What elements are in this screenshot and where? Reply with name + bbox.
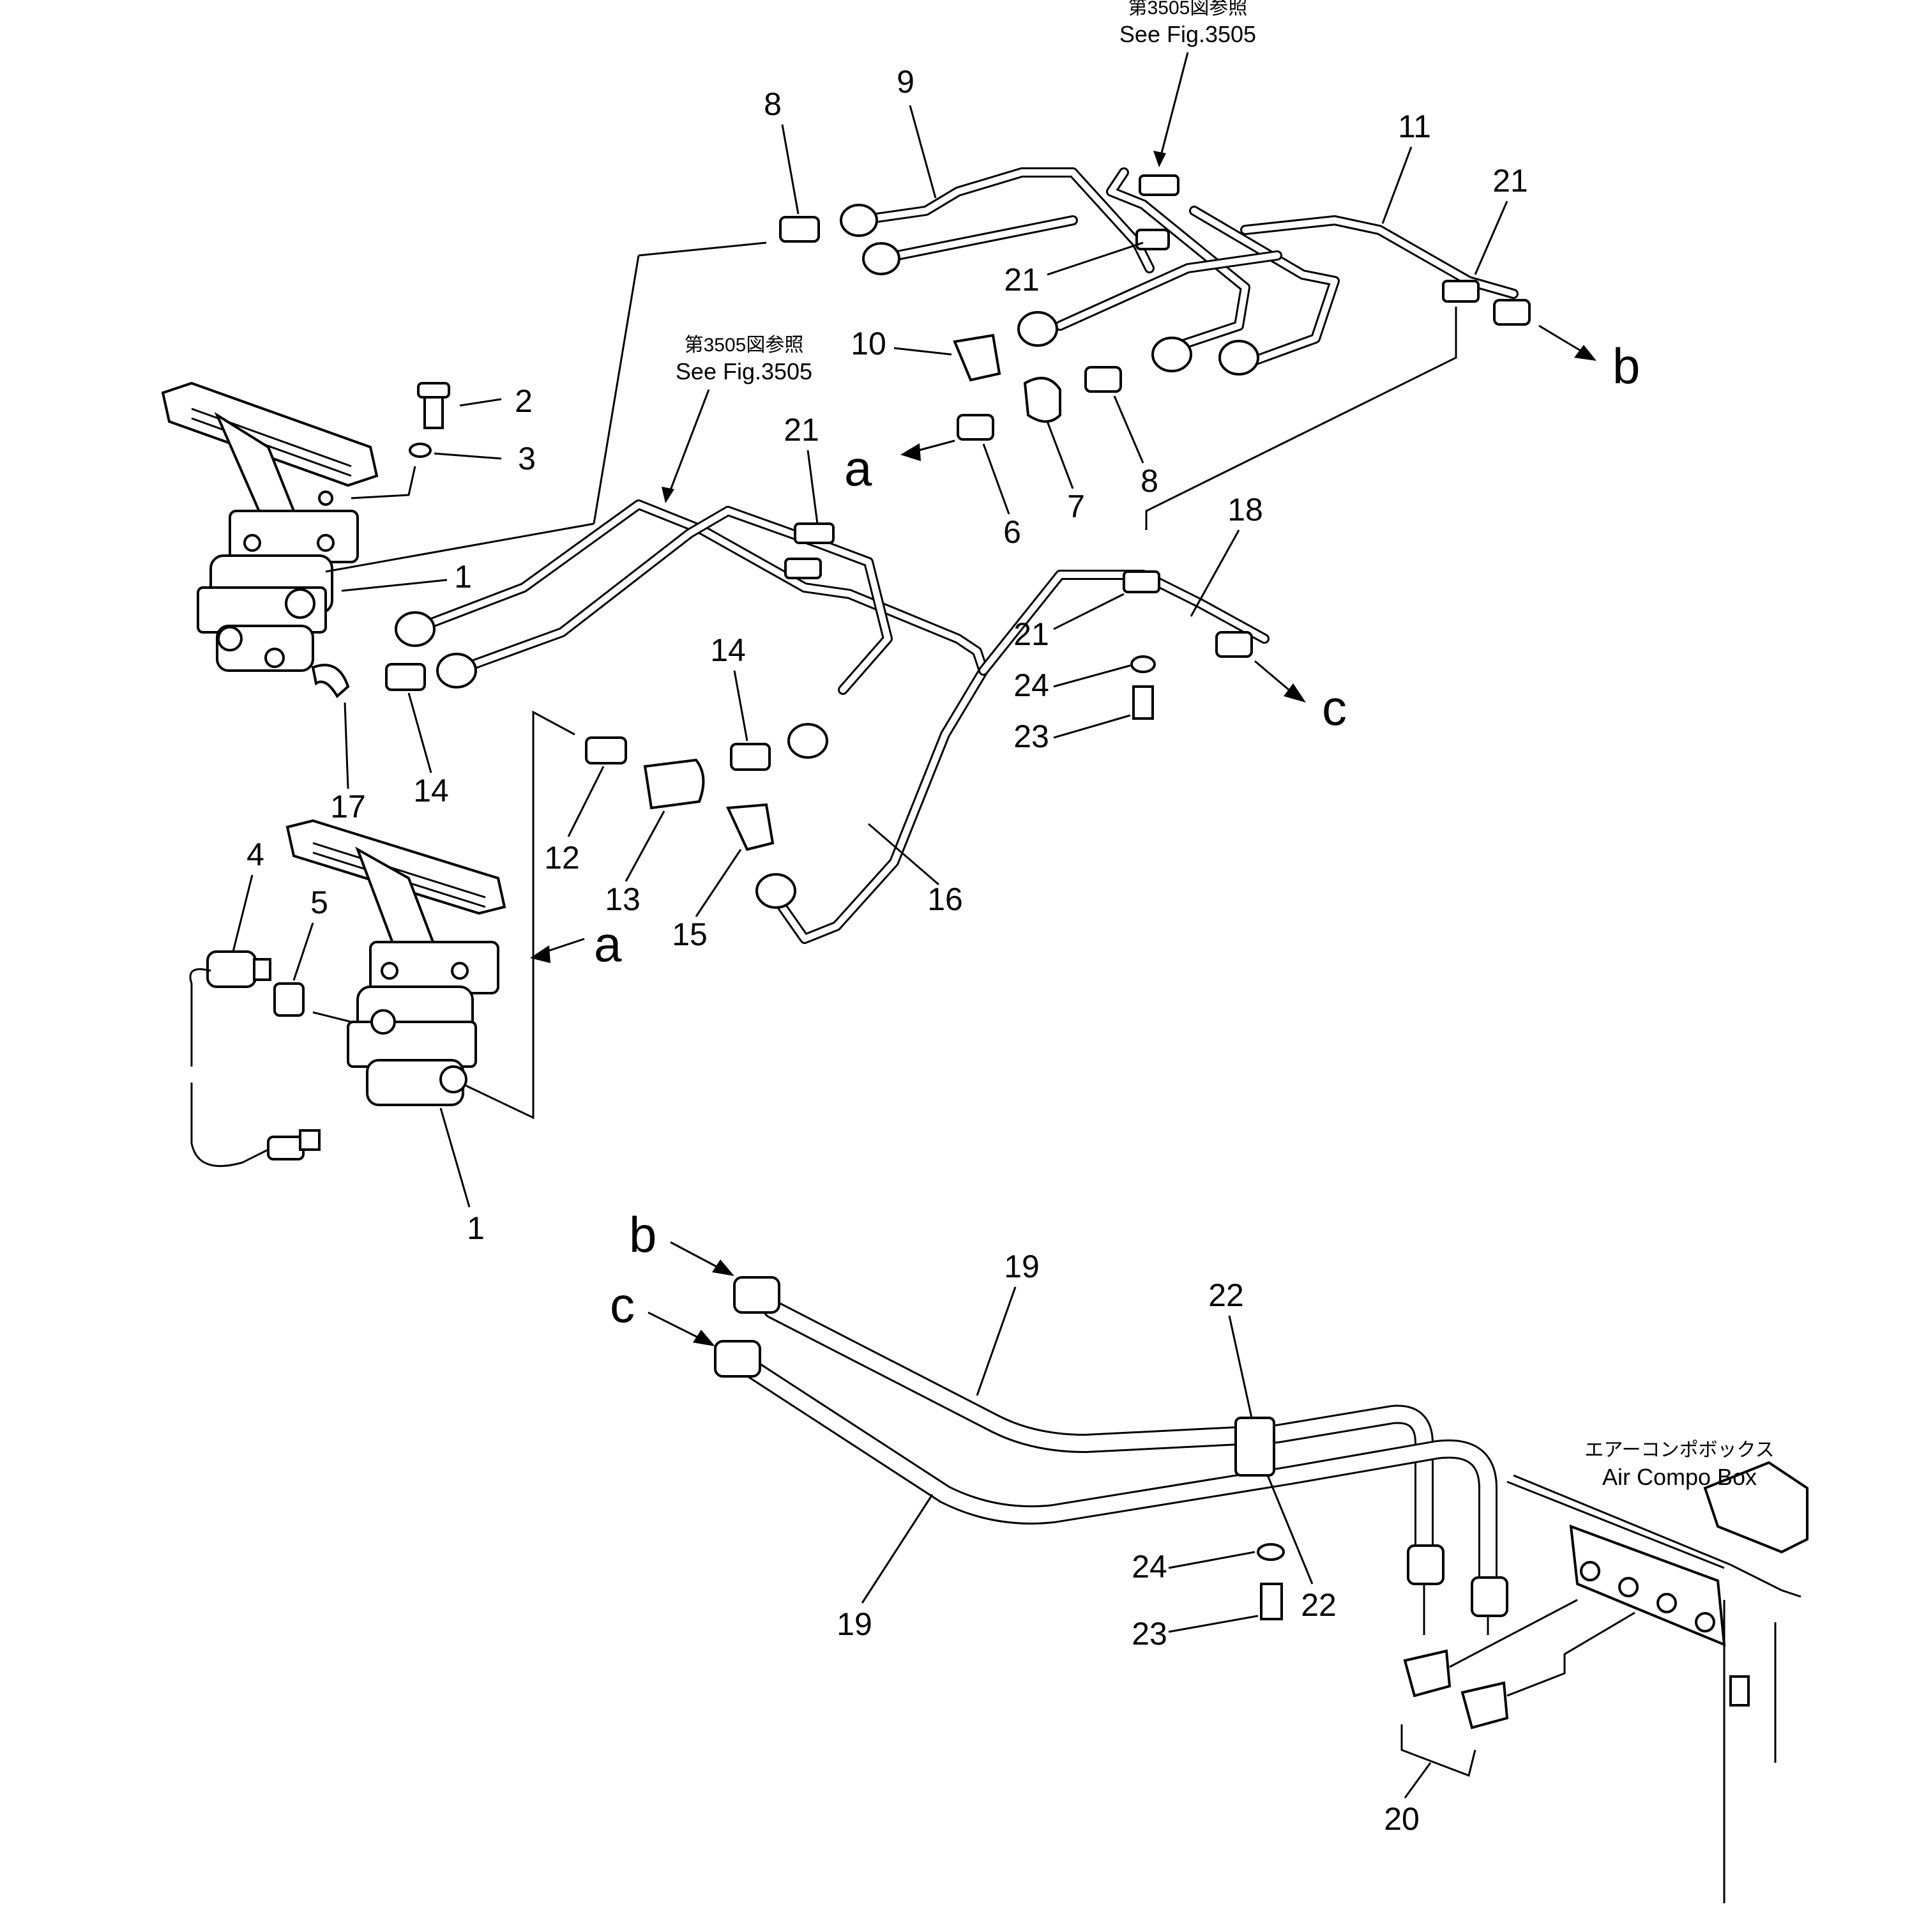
connector-14-lower: [385, 663, 426, 691]
letter-c-lower: c: [610, 1277, 635, 1333]
connector-6: [957, 414, 994, 441]
callout-7: 7: [1067, 489, 1085, 524]
upper-brake-valve-assembly: [161, 381, 379, 672]
tube-11: [1055, 167, 1519, 369]
callout-15: 15: [672, 917, 708, 952]
callout-22-lower: 22: [1301, 1587, 1337, 1623]
callout-4: 4: [246, 837, 264, 872]
elbow-10: [953, 333, 1001, 382]
lower-pedal: [285, 819, 506, 915]
callout-19-upper: 19: [1004, 1249, 1040, 1284]
callouts: 8 9 11 21 21 10 7 8 6 2 3 21 18 21 1 24 …: [232, 64, 1528, 1837]
connector-12: [585, 736, 627, 764]
callout-11: 11: [1398, 109, 1431, 144]
callout-8-top: 8: [764, 86, 782, 122]
ref-mid-en: See Fig.3505: [676, 358, 812, 384]
adapter-5: [273, 982, 305, 1017]
switch-4: [189, 950, 321, 1168]
callout-21-top-right: 21: [1492, 163, 1528, 199]
tee-7: [1023, 377, 1061, 423]
bolt-23-upper: [1132, 685, 1154, 720]
valve-13: [643, 758, 705, 810]
ref-top-en: See Fig.3505: [1119, 21, 1256, 47]
callout-9: 9: [897, 64, 914, 100]
elbow-20-left: [1403, 1649, 1452, 1698]
letter-a-upper: a: [844, 440, 872, 496]
connector-18: [1215, 631, 1253, 658]
connector-14-mid: [730, 743, 771, 771]
elbow-15: [725, 803, 775, 851]
callout-2: 2: [515, 383, 533, 419]
letter-b-upper: b: [1612, 338, 1640, 394]
connector-8-mid: [1084, 366, 1122, 393]
washer-24-upper: [1130, 655, 1156, 673]
hose-end-b: [733, 1276, 780, 1314]
callout-3: 3: [518, 441, 536, 476]
ref-mid-arrowhead: [662, 487, 674, 503]
callout-20: 20: [1384, 1801, 1420, 1837]
clamp-22: [1234, 1417, 1275, 1477]
hose-end-c: [714, 1340, 761, 1378]
callout-1-upper: 1: [454, 559, 472, 595]
upper-pedal: [161, 381, 379, 487]
callout-10: 10: [851, 326, 886, 361]
elbow-17: [311, 664, 350, 699]
ref-mid-leader: [666, 389, 710, 499]
air-compo-box: [1506, 1461, 1808, 1903]
callout-21-right: 21: [1013, 616, 1049, 652]
washer-24-lower: [1257, 1543, 1285, 1561]
callout-22-upper: 22: [1208, 1277, 1244, 1313]
callout-24-lower: 24: [1132, 1549, 1167, 1585]
hose-19: [744, 1300, 1498, 1594]
callout-17: 17: [330, 789, 366, 825]
tube-9: [854, 167, 1155, 273]
clamp-21-lower: [1123, 570, 1160, 593]
letter-b-lower: b: [629, 1206, 656, 1263]
callout-14-mid: 14: [710, 632, 746, 668]
callout-8-mid: 8: [1141, 463, 1158, 499]
letter-c-upper: c: [1322, 680, 1347, 736]
connector-8-top: [779, 216, 820, 243]
callout-12: 12: [544, 840, 580, 876]
ref-top-jp: 第3505図参照: [1128, 0, 1248, 19]
callout-21-top-mid: 21: [1004, 262, 1040, 298]
callout-23-upper: 23: [1013, 719, 1049, 754]
callout-23-lower: 23: [1132, 1616, 1167, 1652]
ref-mid-jp: 第3505図参照: [685, 335, 804, 356]
tube-16: [410, 499, 1270, 944]
callout-21-mid: 21: [784, 412, 819, 448]
box-label-en: Air Compo Box: [1602, 1464, 1757, 1490]
callout-6: 6: [1003, 514, 1021, 550]
ref-top-arrowhead: [1153, 151, 1166, 167]
callout-13: 13: [605, 881, 641, 917]
lower-brake-valve-assembly: [285, 819, 506, 1106]
callout-14-lower: 14: [413, 773, 449, 809]
callout-18: 18: [1227, 492, 1263, 528]
callout-16: 16: [927, 881, 963, 917]
bolt-23-lower: [1260, 1583, 1283, 1620]
ref-top-leader: [1158, 52, 1189, 164]
callout-1-lower: 1: [467, 1210, 485, 1246]
washer-3: [409, 443, 432, 458]
elbow-20-right: [1460, 1681, 1509, 1730]
callout-5: 5: [310, 885, 328, 920]
callout-19-lower: 19: [837, 1606, 872, 1642]
bracket-line-12: [466, 710, 575, 1120]
callout-24-upper: 24: [1013, 667, 1049, 703]
letter-a-lower: a: [594, 916, 622, 972]
box-label-jp: エアーコンポボックス: [1584, 1440, 1774, 1461]
